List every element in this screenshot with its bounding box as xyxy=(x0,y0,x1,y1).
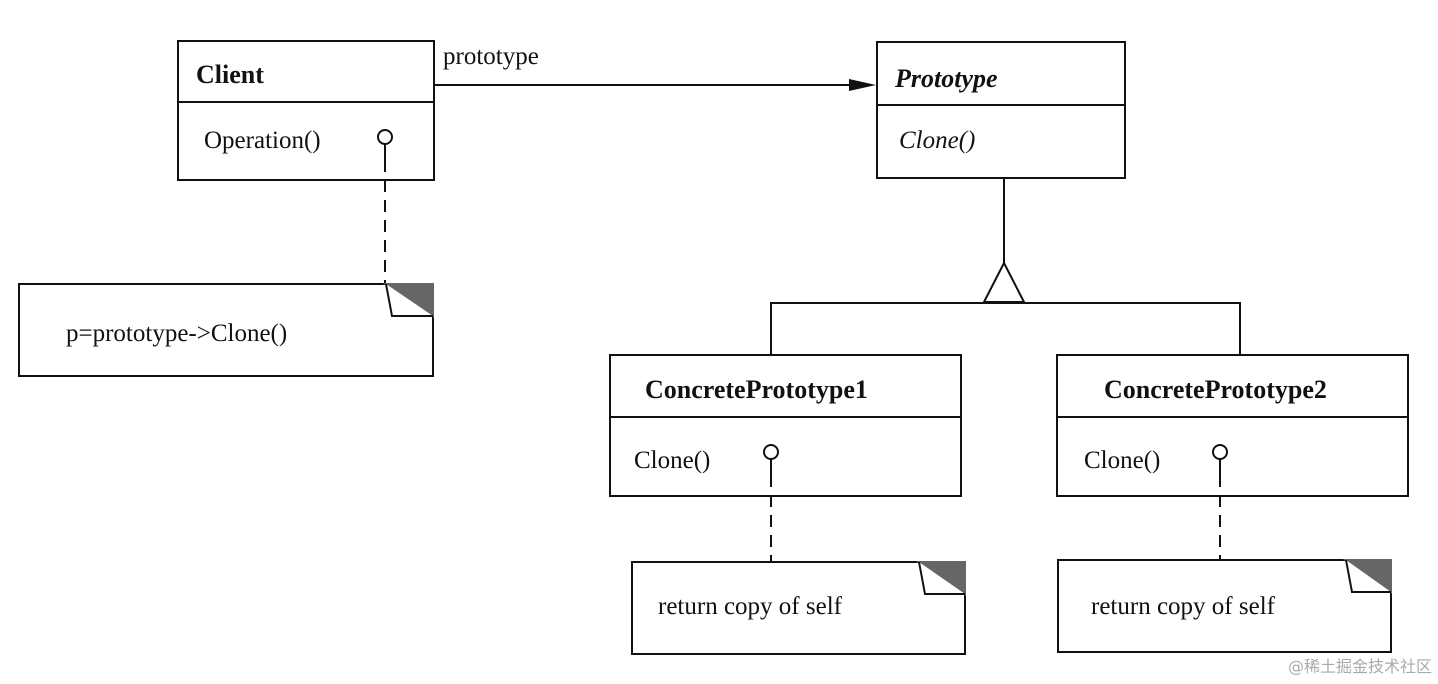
prototype-operation: Clone() xyxy=(899,127,975,154)
concrete1-note: return copy of self xyxy=(631,475,966,655)
concrete2-note-anchor xyxy=(1212,444,1228,460)
concrete-prototype2-class: ConcretePrototype2 Clone() xyxy=(1056,354,1409,497)
prototype-class: Prototype Clone() xyxy=(876,41,1126,179)
association-label: prototype xyxy=(443,43,539,70)
client-class-name: Client xyxy=(196,60,264,89)
concrete2-note-text: return copy of self xyxy=(1091,593,1276,620)
association-arrowhead-icon xyxy=(849,79,876,91)
concrete-prototype1-class: ConcretePrototype1 Clone() xyxy=(609,354,962,497)
prototype-class-name: Prototype xyxy=(894,64,998,93)
prototype-association: prototype xyxy=(434,43,876,91)
concrete-prototype2-operation: Clone() xyxy=(1084,447,1160,474)
client-note: p=prototype->Clone() xyxy=(18,160,434,377)
inheritance-triangle-icon xyxy=(982,260,1026,303)
concrete-prototype1-operation: Clone() xyxy=(634,447,710,474)
concrete-prototype2-name: ConcretePrototype2 xyxy=(1104,375,1327,404)
client-note-anchor xyxy=(377,129,393,145)
generalization xyxy=(770,178,1241,355)
concrete-prototype1-name: ConcretePrototype1 xyxy=(645,375,868,404)
concrete2-note: return copy of self xyxy=(1057,475,1392,653)
watermark: @稀土掘金技术社区 xyxy=(1288,657,1432,676)
client-class: Client Operation() xyxy=(177,40,435,181)
concrete1-note-anchor xyxy=(763,444,779,460)
client-operation: Operation() xyxy=(204,127,321,154)
client-note-text: p=prototype->Clone() xyxy=(66,320,287,347)
concrete1-note-text: return copy of self xyxy=(658,593,843,620)
